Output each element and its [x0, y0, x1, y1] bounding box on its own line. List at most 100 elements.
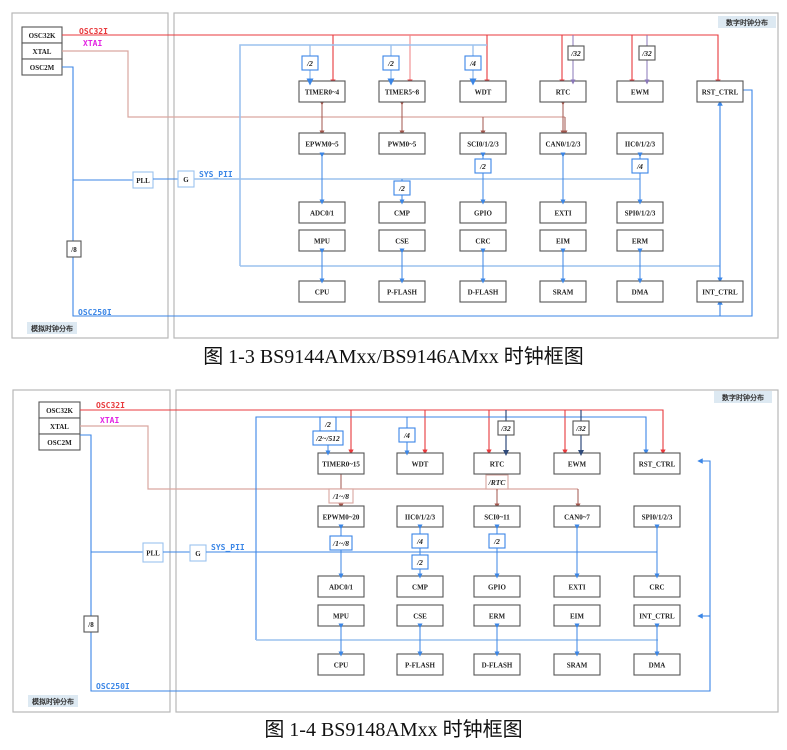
source-osc32k: OSC32K: [21, 26, 63, 44]
divider-frame: [631, 158, 649, 174]
block-frame: [473, 452, 521, 475]
block-d-flash: D-FLASH: [459, 280, 507, 303]
block-label: /8: [87, 621, 94, 629]
block-label: G: [195, 550, 201, 558]
divider-frame: [328, 488, 354, 504]
divider-label: /32: [641, 49, 652, 58]
block-label: D-FLASH: [482, 662, 513, 670]
divider-4: /4: [464, 55, 482, 71]
block-mpu: MPU: [317, 604, 365, 627]
divider-frame: [301, 55, 319, 71]
block-sci0-11: SCI0~11: [473, 505, 521, 528]
divider-32: /32: [638, 45, 656, 61]
divider-32: /32: [497, 420, 515, 436]
block-spi0-1-2-3: SPI0/1/2/3: [616, 201, 664, 224]
block-label: SRAM: [553, 289, 574, 297]
digital-panel: [175, 389, 779, 713]
divider-label: /4: [403, 431, 410, 440]
block-label: EWM: [631, 89, 650, 97]
block-label: GPIO: [474, 210, 492, 218]
block-cse: CSE: [378, 229, 426, 252]
divider-label: /2: [416, 558, 423, 567]
signal-label-xtai: XTAI: [83, 39, 102, 48]
gate-block: G: [177, 170, 195, 188]
divider-label: /4: [636, 162, 643, 171]
block-dma: DMA: [616, 280, 664, 303]
analog-panel-label: 模拟时钟分布: [28, 695, 78, 707]
block-label: IIC0/1/2/3: [625, 141, 656, 149]
block-frame: [539, 80, 587, 103]
figure-1-3: 模拟时钟分布数字时钟分布OSC32KXTALOSC2MOSC32IXTAISYS…: [11, 12, 779, 339]
block-crc: CRC: [459, 229, 507, 252]
block-spi0-1-2-3: SPI0/1/2/3: [633, 505, 681, 528]
divider-frame: [488, 533, 506, 549]
block-epwm0-20: EPWM0~20: [317, 505, 365, 528]
block-label: INT_CTRL: [639, 613, 675, 621]
block-adc0-1: ADC0/1: [298, 201, 346, 224]
signal-label-xtai: XTAI: [100, 416, 119, 425]
divider-frame: [567, 45, 585, 61]
divider-frame: [411, 533, 429, 549]
divider-label: /2~/512: [315, 434, 340, 443]
block-can0-7: CAN0~7: [553, 505, 601, 528]
divider-2: /2: [301, 55, 319, 71]
block-timer0-15: TIMER0~15: [317, 452, 365, 475]
block-exti: EXTI: [539, 201, 587, 224]
block-cpu: CPU: [317, 653, 365, 676]
tag-bg: [714, 391, 772, 403]
divider-label: /1~/8: [332, 492, 349, 501]
block-label: EWM: [568, 461, 587, 469]
connector-line: [239, 44, 487, 266]
block-d-flash: D-FLASH: [473, 653, 521, 676]
source-xtal: XTAL: [38, 417, 81, 435]
divider-label: /2: [479, 162, 486, 171]
block-rst-ctrl: RST_CTRL: [633, 452, 681, 475]
block-int-ctrl: INT_CTRL: [696, 280, 744, 303]
block-label: ADC0/1: [329, 584, 354, 592]
block-label: PWM0~5: [388, 141, 417, 149]
divider-div8: /8: [83, 615, 99, 633]
analog-panel-label: 模拟时钟分布: [27, 322, 77, 334]
block-frame: [378, 132, 426, 155]
block-label: OSC2M: [47, 439, 72, 447]
figure-1-4: 模拟时钟分布数字时钟分布OSC32KXTALOSC2MOSC32IXTAISYS…: [12, 389, 779, 713]
block-frame: [66, 240, 82, 258]
block-label: SCI0/1/2/3: [467, 141, 499, 149]
tag-bg: [718, 16, 776, 28]
block-label: EPWM0~5: [305, 141, 339, 149]
block-rst-ctrl: RST_CTRL: [696, 80, 744, 103]
divider-frame: [411, 554, 429, 570]
block-sram: SRAM: [539, 280, 587, 303]
block-label: CAN0~7: [564, 514, 590, 522]
block-p-flash: P-FLASH: [396, 653, 444, 676]
block-timer0-4: TIMER0~4: [298, 80, 346, 103]
figure-caption-1-3: 图 1-3 BS9144AMxx/BS9146AMxx 时钟框图: [203, 346, 584, 368]
block-label: CAN0/1/2/3: [546, 141, 582, 149]
divider-frame: [329, 535, 353, 551]
block-p-flash: P-FLASH: [378, 280, 426, 303]
block-eim: EIM: [539, 229, 587, 252]
block-int-ctrl: INT_CTRL: [633, 604, 681, 627]
block-label: PLL: [146, 550, 160, 558]
block-label: DMA: [649, 662, 666, 670]
block-iic0-1-2-3: IIC0/1/2/3: [396, 505, 444, 528]
divider-2: /2: [488, 533, 506, 549]
block-label: ERM: [632, 238, 649, 246]
block-frame: [553, 452, 601, 475]
block-label: EPWM0~20: [323, 514, 360, 522]
digital-panel-label: 数字时钟分布: [718, 16, 776, 28]
block-erm: ERM: [473, 604, 521, 627]
block-label: RTC: [490, 461, 505, 469]
pll-block: PLL: [132, 171, 154, 189]
figure-caption-1-4: 图 1-4 BS9148AMxx 时钟框图: [264, 719, 523, 741]
block-label: EXTI: [568, 584, 585, 592]
block-label: CRC: [475, 238, 490, 246]
block-pwm0-5: PWM0~5: [378, 132, 426, 155]
block-exti: EXTI: [553, 575, 601, 598]
connector-line: [62, 34, 721, 85]
block-frame: [189, 544, 207, 562]
block-label: DMA: [632, 289, 649, 297]
block-ewm: EWM: [553, 452, 601, 475]
digital-panel-label: 数字时钟分布: [714, 391, 772, 403]
divider-label: /2: [387, 59, 394, 68]
